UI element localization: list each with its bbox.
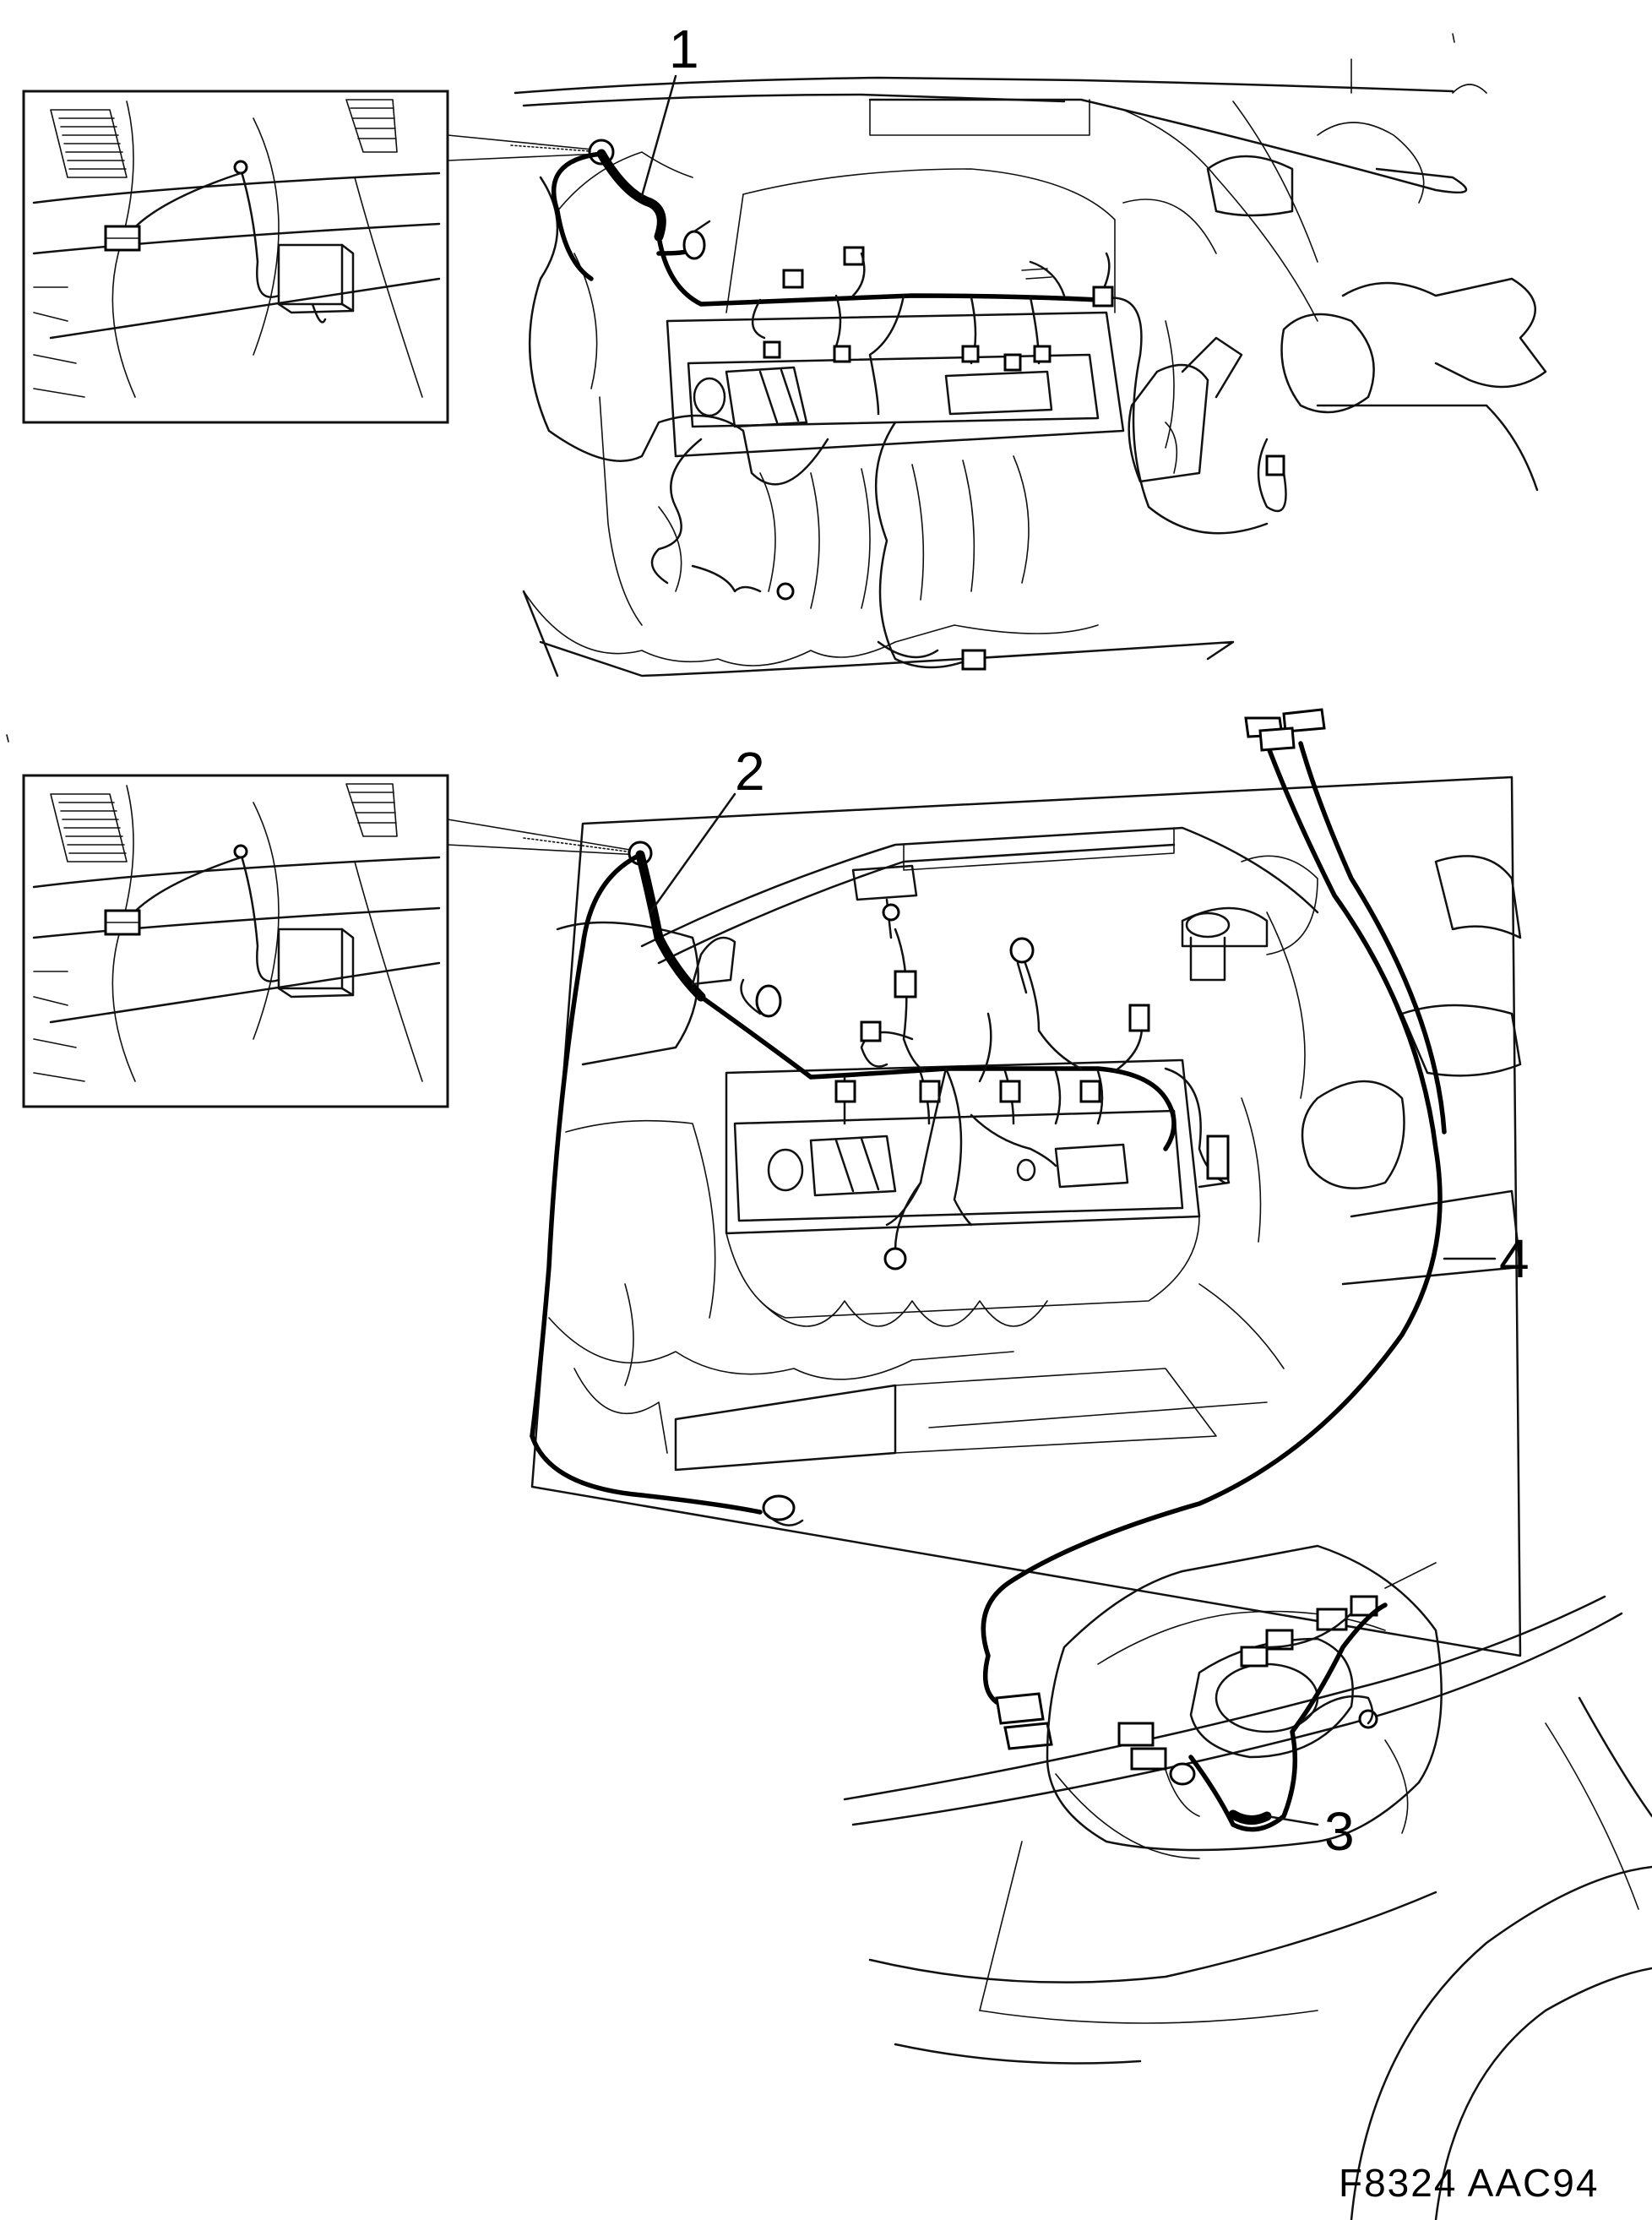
air-intake-hose-icon — [1128, 336, 1243, 483]
callout-2: 2 — [649, 741, 765, 914]
dashboard-inset-bottom — [22, 774, 449, 1108]
vent-grille-icon — [50, 109, 128, 178]
inset-connector-icon-2 — [104, 909, 141, 936]
engine-bay-bottom — [530, 775, 1522, 1657]
headlamp-connectors-icon — [1117, 1595, 1378, 1786]
injector-plug-1-icon — [782, 269, 804, 289]
callout-1: 1 — [640, 19, 699, 198]
front-corner-view — [843, 1544, 1652, 2220]
connector-pair-top-icon — [1244, 708, 1326, 752]
callout-3: 3 — [1265, 1801, 1355, 1862]
ecu-module-icon — [277, 243, 355, 314]
callout-4: 4 — [1443, 1228, 1530, 1289]
injector-plug-2-icon — [843, 246, 865, 266]
callout-4-label: 4 — [1499, 1228, 1530, 1289]
figure-reference: F8324 AAC94 — [1339, 2161, 1599, 2205]
callout-2-label: 2 — [735, 741, 765, 802]
vent-grille-icon-2 — [50, 793, 128, 862]
ground-terminal-icon — [762, 1494, 804, 1526]
oil-pressure-sender-icon — [1009, 937, 1035, 994]
callout-1-label: 1 — [669, 19, 699, 79]
ignition-coil-icon — [693, 366, 808, 428]
ignition-coil-icon-2 — [767, 1134, 897, 1197]
dashboard-inset-top — [22, 90, 449, 424]
temp-sensor-icon — [682, 220, 711, 260]
inset-connector-icon — [104, 225, 141, 252]
vent-grille-right-icon-2 — [345, 783, 398, 837]
headlamp-harness — [981, 708, 1447, 1750]
temp-sensor-icon-2 — [740, 978, 782, 1018]
connector-pair-bottom-icon — [995, 1692, 1053, 1750]
injector-plug-3-icon — [1092, 286, 1114, 307]
vent-grille-right-icon — [345, 99, 398, 153]
callout-3-label: 3 — [1324, 1801, 1355, 1862]
ecu-module-icon-2 — [277, 928, 355, 998]
engine-bay-top — [514, 58, 1547, 677]
